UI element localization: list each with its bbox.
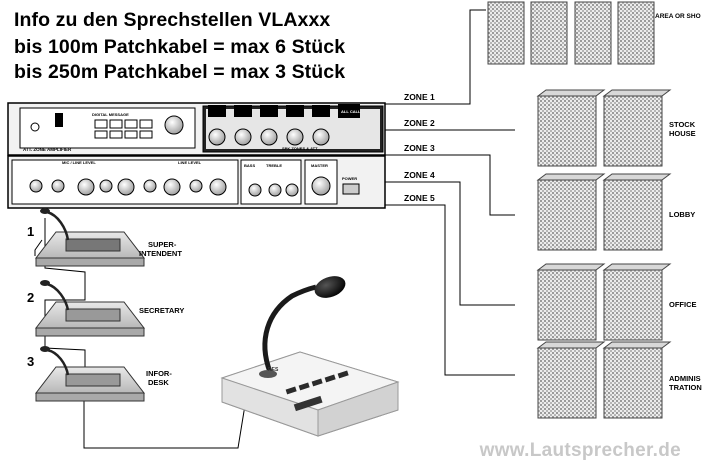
console-button[interactable] [324, 374, 336, 383]
amp-spk-zones: SPK ZONES & ATT [282, 146, 318, 151]
speaker [617, 1, 655, 65]
zone-switch[interactable] [208, 105, 226, 117]
speaker [537, 269, 597, 341]
speaker [537, 95, 597, 167]
microphone-icon [40, 208, 50, 214]
speaker [603, 95, 663, 167]
lobby-label: LOBBY [669, 210, 696, 219]
console-button[interactable] [311, 378, 323, 387]
area-top-label: AREA OR SHO [655, 13, 701, 20]
station-2-label: SECRETARY [139, 306, 185, 315]
zone-switch[interactable] [312, 105, 330, 117]
speaker [574, 1, 612, 65]
zone-2-label: ZONE 2 [404, 118, 435, 128]
console-brand: RES [268, 367, 279, 373]
amp-all-call: ALL CALL [341, 109, 361, 114]
speaker [603, 347, 663, 419]
zone-switch[interactable] [286, 105, 304, 117]
desk-station-1 [34, 208, 146, 267]
gooseneck [46, 282, 70, 311]
microphone-icon [314, 276, 346, 298]
console-button[interactable] [337, 370, 349, 379]
zone-switch[interactable] [234, 105, 252, 117]
zone-5-wire [385, 204, 515, 376]
admin-label-2: TRATION [669, 383, 702, 392]
console-button[interactable] [298, 382, 310, 391]
station-1-label-1: SUPER- [148, 240, 177, 249]
speaker [603, 269, 663, 341]
speaker [603, 179, 663, 251]
speaker [530, 1, 568, 65]
amp-power: POWER [342, 176, 358, 181]
amp-title: ATT. ZONE AMPLIFIER [23, 147, 72, 152]
zone-5-label: ZONE 5 [404, 193, 435, 203]
headphone-jack-icon [30, 122, 40, 132]
amp-line-level: LINE LEVEL [178, 160, 202, 165]
zone-switches [208, 104, 360, 118]
microphone-icon [40, 280, 50, 286]
paging-console [220, 276, 400, 437]
console-button[interactable] [285, 386, 297, 395]
speaker [537, 347, 597, 419]
speaker [537, 179, 597, 251]
zone-4-label: ZONE 4 [404, 170, 435, 180]
stock-label-2: HOUSE [669, 129, 696, 138]
zone-amplifier [7, 102, 386, 209]
station-2-number: 2 [27, 290, 35, 305]
info-line-2: bis 100m Patchkabel = max 6 Stück [14, 36, 346, 58]
talk-button[interactable] [293, 395, 323, 412]
att-knob[interactable] [286, 128, 304, 146]
zone-3-label: ZONE 3 [404, 143, 435, 153]
gooseneck [46, 210, 70, 241]
desk-station-2 [34, 280, 146, 337]
att-knob[interactable] [312, 128, 330, 146]
station-3-label-2: DESK [148, 378, 169, 387]
zone-3-wire [385, 154, 515, 216]
stock-label-1: STOCK [669, 120, 696, 129]
desk-station-3 [34, 346, 146, 402]
mixer-knobs [29, 176, 331, 197]
amp-treble: TREBLE [266, 163, 282, 168]
master-knob[interactable] [311, 176, 331, 196]
zone-switch[interactable] [260, 105, 278, 117]
station-1-number: 1 [27, 224, 35, 239]
att-knob[interactable] [234, 128, 252, 146]
all-call-switch[interactable] [338, 104, 360, 118]
info-line-1: Info zu den Sprechstellen VLAxxx [14, 9, 331, 31]
info-line-3: bis 250m Patchkabel = max 3 Stück [14, 61, 346, 83]
gooseneck [262, 284, 317, 373]
station-3-label-1: INFOR- [146, 369, 172, 378]
station-1-label-2: INTENDENT [139, 249, 182, 258]
amp-bass: BASS [244, 163, 256, 168]
watermark: www.Lautsprecher.de [479, 440, 681, 461]
microphone-icon [40, 346, 50, 352]
speakers-top [487, 1, 655, 65]
amp-master: MASTER [311, 163, 328, 168]
zone-att-knobs [208, 128, 330, 146]
power-button[interactable] [342, 183, 360, 195]
speaker [487, 1, 525, 65]
zone-4-wire [385, 181, 515, 306]
zone-1-label: ZONE 1 [404, 92, 435, 102]
admin-label-1: ADMINIS [669, 374, 701, 383]
amp-digital-message: DIGITAL MESSAGE [92, 112, 129, 117]
att-knob[interactable] [260, 128, 278, 146]
volume-knob[interactable] [164, 115, 184, 135]
console-wire [34, 239, 43, 256]
office-label: OFFICE [669, 300, 697, 309]
zone-1-wire [385, 9, 486, 105]
gooseneck [46, 348, 70, 376]
station-3-number: 3 [27, 354, 35, 369]
att-knob[interactable] [208, 128, 226, 146]
speaker-pairs [536, 89, 672, 419]
amp-mic-line-level: MIC / LINE LEVEL [62, 160, 96, 165]
